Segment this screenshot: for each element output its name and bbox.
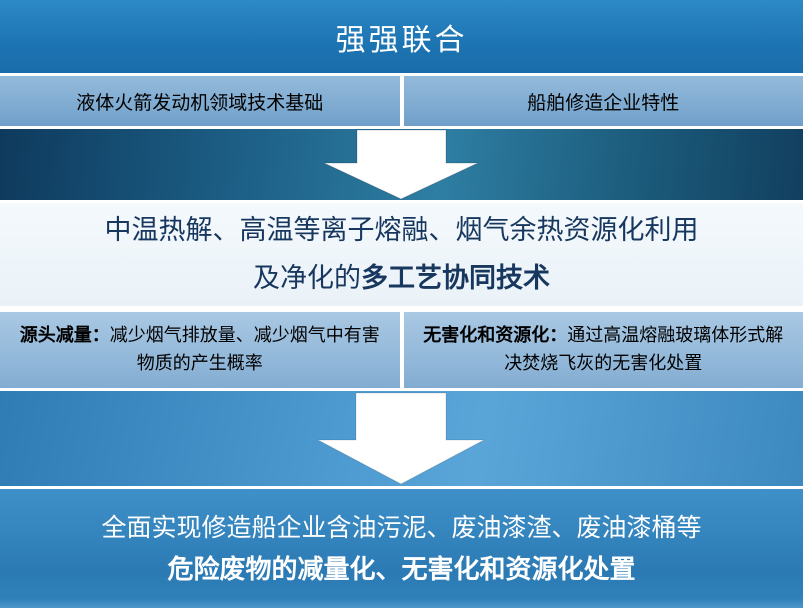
page-title: 强强联合 <box>335 22 468 58</box>
result-line2: 危险废物的减量化、无害化和资源化处置 <box>167 555 636 586</box>
technology-line2: 及净化的多工艺协同技术 <box>253 255 550 302</box>
foundation-row: 液体火箭发动机领域技术基础 船舶修造企业特性 <box>0 76 803 129</box>
technology-line1: 中温热解、高温等离子熔融、烟气余热资源化利用 <box>104 215 699 247</box>
technology-line2-bold: 多工艺协同技术 <box>361 262 550 294</box>
down-arrow-icon <box>323 129 479 200</box>
foundation-cell-left: 液体火箭发动机领域技术基础 <box>0 76 400 126</box>
down-arrow-icon <box>317 392 485 485</box>
benefit-left-label: 源头减量： <box>19 325 110 347</box>
foundation-right-label: 船舶修造企业特性 <box>527 91 680 114</box>
technology-band: 中温热解、高温等离子熔融、烟气余热资源化利用 及净化的多工艺协同技术 <box>0 203 803 309</box>
arrow-band-bottom <box>0 391 803 489</box>
technology-line2-regular: 及净化的 <box>253 262 361 294</box>
header-band: 强强联合 <box>0 0 803 76</box>
benefit-row: 源头减量：减少烟气排放量、减少烟气中有害物质的产生概率 无害化和资源化：通过高温… <box>0 309 803 391</box>
benefit-left-text-block: 源头减量：减少烟气排放量、减少烟气中有害物质的产生概率 <box>14 322 386 378</box>
result-line1: 全面实现修造船企业含油污泥、废油漆渣、废油漆桶等 <box>101 513 702 543</box>
benefit-right-text: 通过高温熔融玻璃体形式解决焚烧飞灰的无害化处置 <box>504 325 784 374</box>
benefit-left-text: 减少烟气排放量、减少烟气中有害物质的产生概率 <box>109 325 380 374</box>
benefit-cell-right: 无害化和资源化：通过高温熔融玻璃体形式解决焚烧飞灰的无害化处置 <box>403 312 803 388</box>
foundation-left-label: 液体火箭发动机领域技术基础 <box>76 91 324 114</box>
result-band: 全面实现修造船企业含油污泥、废油漆渣、废油漆桶等 危险废物的减量化、无害化和资源… <box>0 489 803 608</box>
benefit-right-text-block: 无害化和资源化：通过高温熔融玻璃体形式解决焚烧飞灰的无害化处置 <box>417 322 789 378</box>
benefit-cell-left: 源头减量：减少烟气排放量、减少烟气中有害物质的产生概率 <box>0 312 400 388</box>
arrow-band-top <box>0 129 803 203</box>
benefit-right-label: 无害化和资源化： <box>423 325 568 347</box>
foundation-cell-right: 船舶修造企业特性 <box>403 76 803 126</box>
